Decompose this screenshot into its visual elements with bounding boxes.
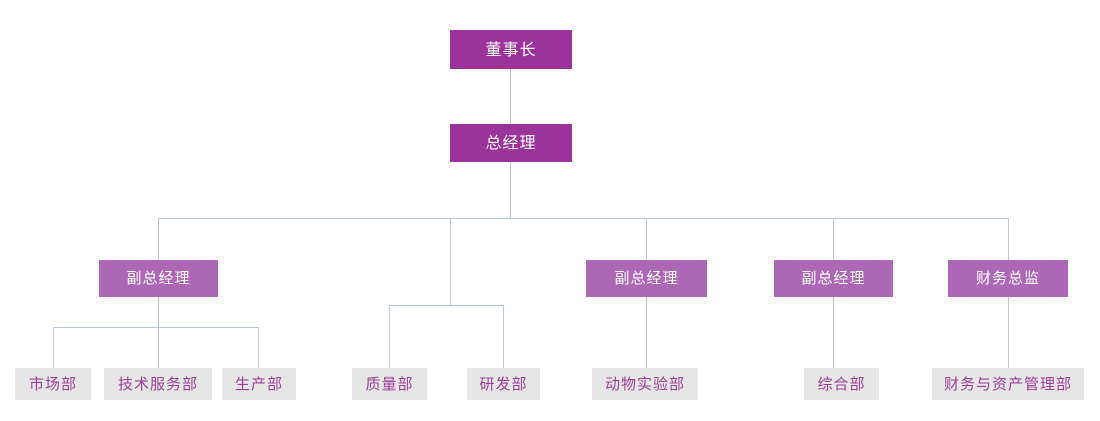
connector-gm-down	[510, 162, 511, 218]
connector-bus-to-deputy-1	[158, 218, 159, 260]
node-rd-dept[interactable]: 研发部	[467, 368, 540, 400]
connector-level2-bus	[158, 218, 1009, 219]
connector-sub-to-tech-service	[158, 327, 159, 368]
connector-bus-to-deputy-3	[833, 218, 834, 260]
node-marketing-dept[interactable]: 市场部	[15, 368, 91, 400]
node-quality-dept[interactable]: 质量部	[352, 368, 427, 400]
node-deputy-general-manager-1[interactable]: 副总经理	[99, 260, 218, 297]
node-general-affairs-dept[interactable]: 综合部	[804, 368, 879, 400]
connector-deputy-1-down	[158, 297, 159, 327]
connector-deputy-2-to-animal-lab	[646, 297, 647, 368]
connector-sub-to-production	[258, 327, 259, 368]
connector-sub-to-marketing	[53, 327, 54, 368]
connector-deputy-3-to-general-affairs	[833, 297, 834, 368]
node-general-manager[interactable]: 总经理	[450, 124, 572, 162]
node-chairman[interactable]: 董事长	[450, 30, 572, 69]
node-deputy-general-manager-3[interactable]: 副总经理	[774, 260, 893, 297]
connector-quality-rd-sub-bus	[389, 305, 504, 306]
connector-deputy-1-sub-bus	[53, 327, 259, 328]
connector-bus-to-finance-director	[1008, 218, 1009, 260]
connector-bus-to-quality-rd-branch	[450, 218, 451, 305]
node-finance-director[interactable]: 财务总监	[948, 260, 1068, 297]
connector-sub-to-rd	[503, 305, 504, 368]
node-tech-service-dept[interactable]: 技术服务部	[104, 368, 212, 400]
connector-bus-to-deputy-2	[646, 218, 647, 260]
connector-sub-to-quality	[389, 305, 390, 368]
node-deputy-general-manager-2[interactable]: 副总经理	[586, 260, 707, 297]
node-animal-lab-dept[interactable]: 动物实验部	[592, 368, 698, 400]
node-finance-asset-dept[interactable]: 财务与资产管理部	[932, 368, 1084, 400]
connector-chairman-to-gm	[510, 69, 511, 124]
node-production-dept[interactable]: 生产部	[222, 368, 296, 400]
connector-finance-director-to-finance-asset	[1008, 297, 1009, 368]
